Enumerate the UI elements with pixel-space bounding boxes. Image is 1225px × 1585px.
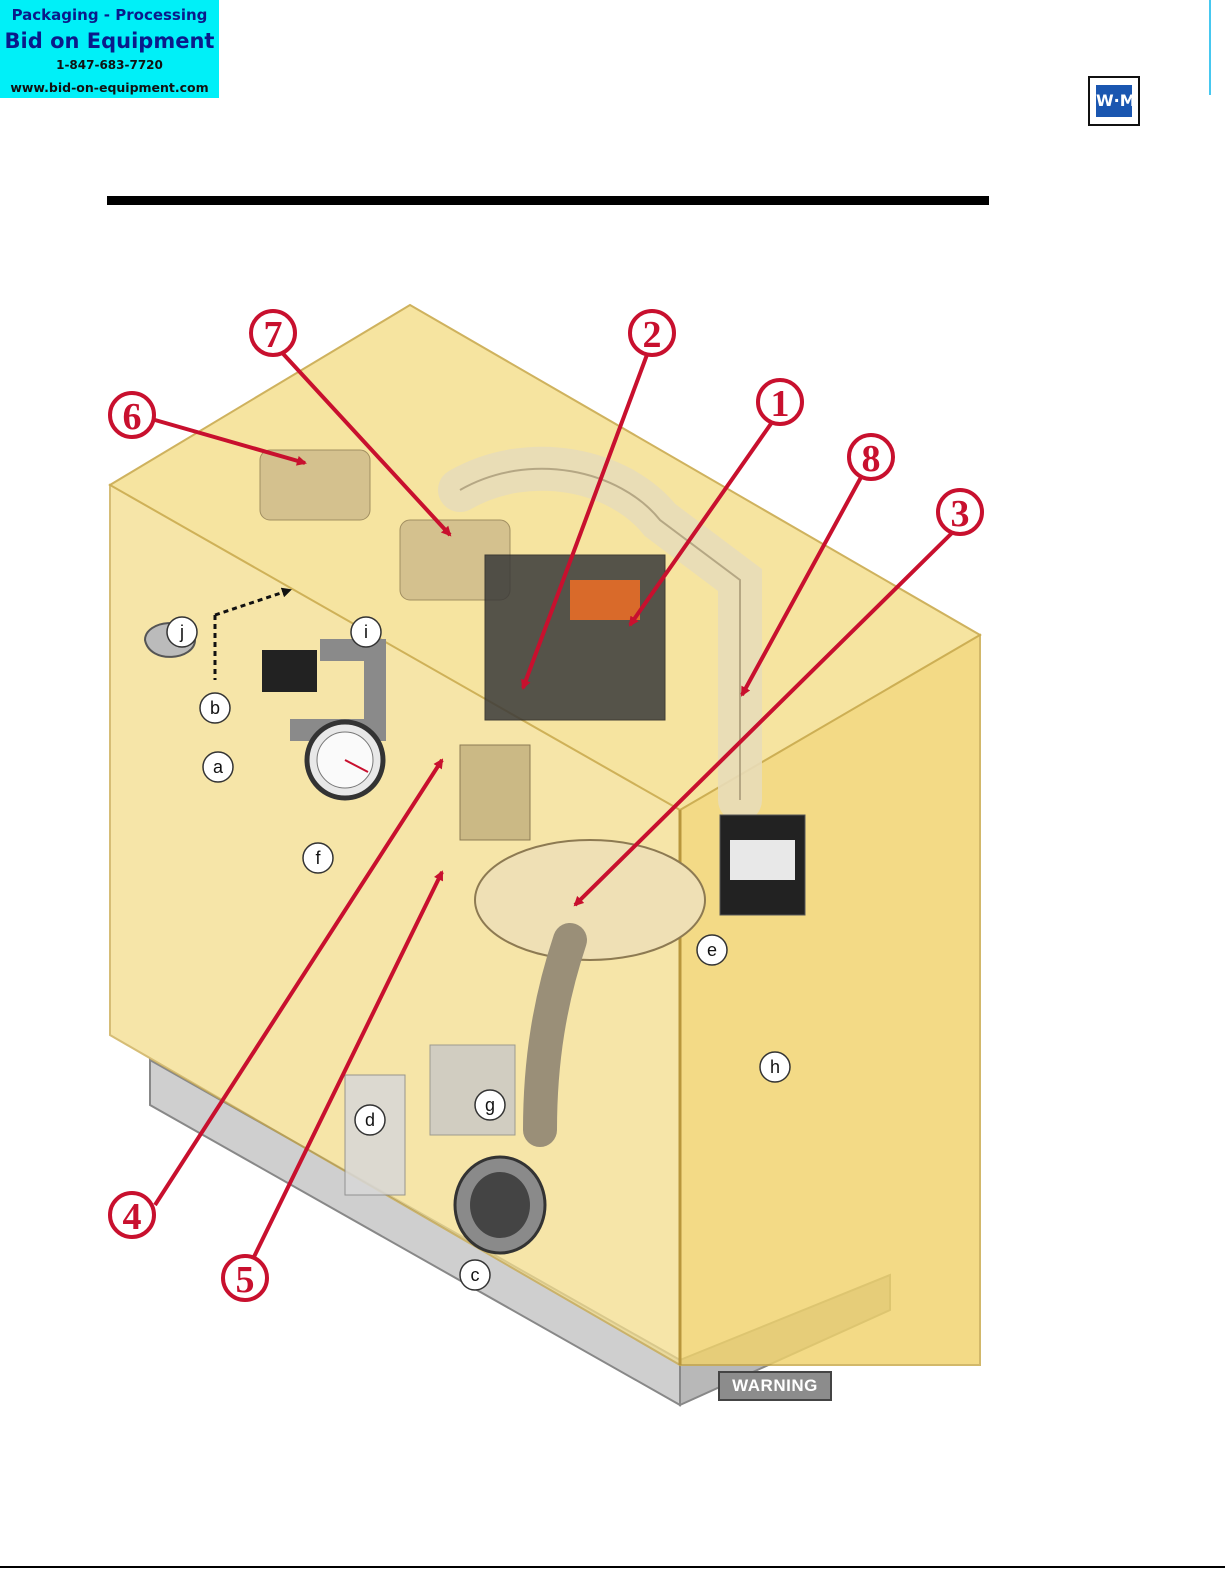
header-rule <box>107 196 989 205</box>
callout-5-label: 5 <box>236 1259 255 1301</box>
callout-c-label: c <box>471 1265 480 1285</box>
callout-4-label: 4 <box>123 1196 142 1238</box>
callout-7-label: 7 <box>264 314 283 356</box>
callout-3-label: 3 <box>951 493 970 535</box>
callout-f: f <box>303 843 333 873</box>
callout-b-label: b <box>210 698 220 718</box>
callout-c: c <box>460 1260 490 1290</box>
callout-1-label: 1 <box>771 383 790 425</box>
callout-j-label: j <box>179 622 184 642</box>
callout-j: j <box>167 617 197 647</box>
edge-accent-line <box>1209 0 1211 95</box>
banner-tagline: Packaging - Processing <box>0 6 219 24</box>
banner-url[interactable]: www.bid-on-equipment.com <box>0 80 219 95</box>
banner-phone: 1-847-683-7720 <box>0 58 219 72</box>
callout-b: b <box>200 693 230 723</box>
callout-e-label: e <box>707 940 717 960</box>
callout-g-label: g <box>485 1095 495 1115</box>
callout-d-label: d <box>365 1110 375 1130</box>
callout-2-label: 2 <box>643 314 662 356</box>
callout-6-label: 6 <box>123 396 142 438</box>
callout-i-label: i <box>364 622 368 642</box>
boiler-cutaway-illustration: 1 2 3 4 5 6 7 8 <box>100 300 1100 1420</box>
callout-g: g <box>475 1090 505 1120</box>
callout-i: i <box>351 617 381 647</box>
weil-mclain-logo: W·M <box>1088 76 1140 126</box>
callout-h: h <box>760 1052 790 1082</box>
banner-title: Bid on Equipment <box>0 29 219 53</box>
footer-rule <box>0 1566 1225 1568</box>
callout-5: 5 <box>223 1256 267 1301</box>
callout-7: 7 <box>251 311 295 356</box>
callout-2: 2 <box>630 311 674 356</box>
callout-d: d <box>355 1105 385 1135</box>
callout-4: 4 <box>110 1193 154 1238</box>
callout-3: 3 <box>938 490 982 535</box>
callout-8-label: 8 <box>862 438 881 480</box>
callout-a: a <box>203 752 233 782</box>
warning-badge[interactable]: WARNING <box>718 1371 832 1401</box>
callout-h-label: h <box>770 1057 780 1077</box>
callout-6: 6 <box>110 393 154 438</box>
callout-1: 1 <box>758 380 802 425</box>
advertisement-banner[interactable]: Packaging - Processing Bid on Equipment … <box>0 0 219 98</box>
callout-a-label: a <box>213 757 224 777</box>
callout-8: 8 <box>849 435 893 480</box>
logo-mark: W·M <box>1096 85 1132 117</box>
callout-e: e <box>697 935 727 965</box>
